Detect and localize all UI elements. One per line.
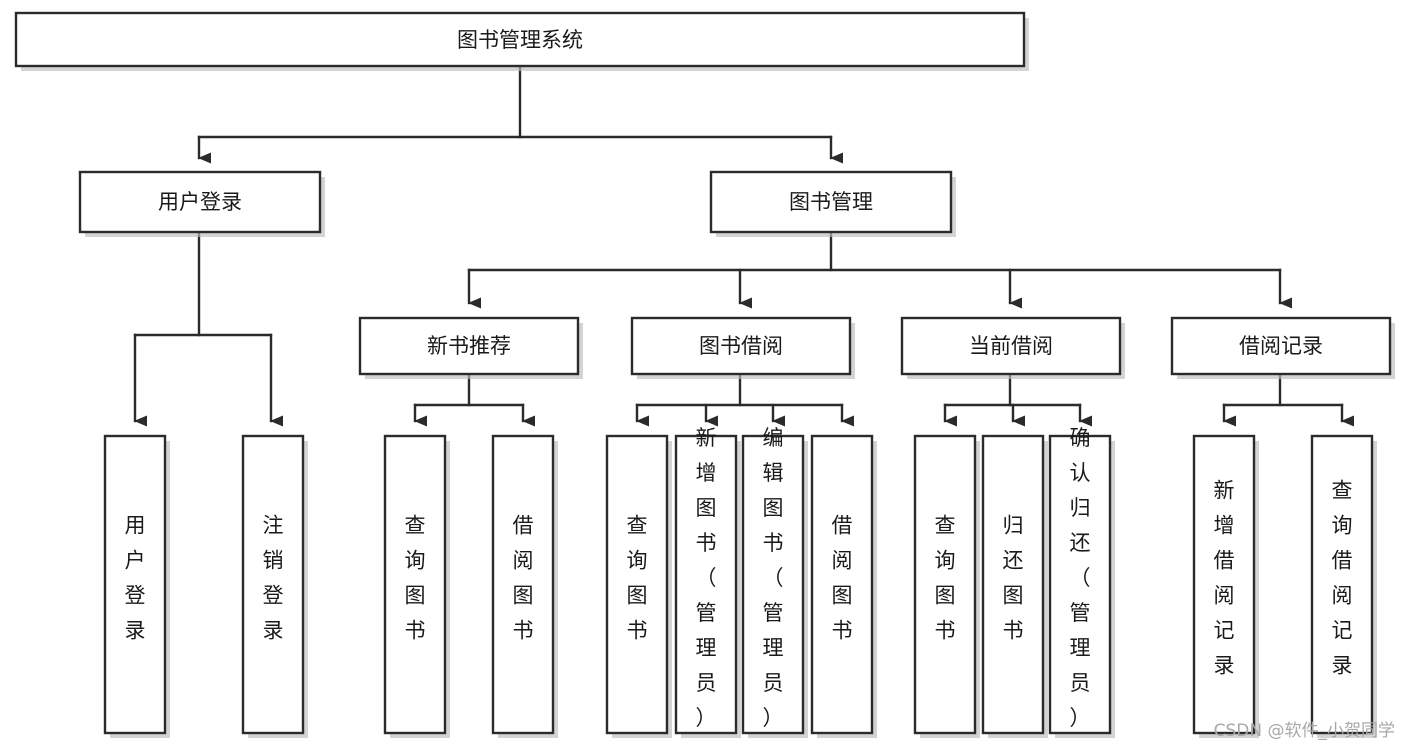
leaf-edit-book[interactable]: 编辑图书（管理员） bbox=[741, 426, 808, 738]
connectors-borrow-record-to-leaves bbox=[1222, 372, 1354, 427]
leaf-logout-login[interactable]: 注销登录 bbox=[241, 434, 308, 738]
leaf-query-book-2-label: 查询图书 bbox=[627, 514, 648, 643]
node-new-book-recommend-label: 新书推荐 bbox=[427, 334, 511, 358]
leaf-logout-login-box[interactable] bbox=[241, 434, 305, 735]
node-current-borrow[interactable]: 当前借阅 bbox=[900, 316, 1125, 379]
leaf-borrow-book-1-box[interactable] bbox=[491, 434, 555, 735]
node-new-book-recommend[interactable]: 新书推荐 bbox=[358, 316, 583, 379]
leaf-edit-book-box[interactable] bbox=[741, 434, 805, 735]
leaf-query-book-1-box[interactable] bbox=[383, 434, 447, 735]
leaf-user-login[interactable]: 用户登录 bbox=[103, 434, 170, 738]
leaf-return-book[interactable]: 归还图书 bbox=[981, 434, 1048, 738]
leaf-borrow-book-2-box[interactable] bbox=[810, 434, 874, 735]
connectors-root-to-level2 bbox=[197, 64, 843, 164]
connectors-book-borrow-to-leaves bbox=[635, 372, 854, 427]
leaf-user-login-label: 用户登录 bbox=[125, 514, 146, 643]
leaf-query-book-2-box[interactable] bbox=[605, 434, 669, 735]
node-book-borrow-label: 图书借阅 bbox=[699, 334, 783, 358]
leaf-borrow-book-2[interactable]: 借阅图书 bbox=[810, 434, 877, 738]
leaf-add-record-box[interactable] bbox=[1192, 434, 1256, 735]
connectors-new-book-recommend-to-leaves bbox=[413, 372, 535, 427]
leaf-query-book-2[interactable]: 查询图书 bbox=[605, 434, 672, 738]
node-user-login-box[interactable] bbox=[78, 170, 322, 234]
leaf-borrow-book-1-label: 借阅图书 bbox=[513, 514, 534, 643]
connectors-book-management-to-level3 bbox=[467, 230, 1292, 309]
node-current-borrow-box[interactable] bbox=[900, 316, 1122, 376]
node-book-borrow-box[interactable] bbox=[630, 316, 852, 376]
leaf-return-book-box[interactable] bbox=[981, 434, 1045, 735]
leaf-confirm-return-box[interactable] bbox=[1048, 434, 1112, 735]
leaf-user-login-box[interactable] bbox=[103, 434, 167, 735]
node-book-management-box[interactable] bbox=[709, 170, 953, 234]
leaf-query-record[interactable]: 查询借阅记录 bbox=[1310, 434, 1377, 738]
node-user-login-label: 用户登录 bbox=[158, 190, 242, 214]
leaf-logout-login-label: 注销登录 bbox=[263, 514, 284, 643]
csdn-watermark: CSDN @软件_小贺同学 bbox=[1213, 721, 1395, 741]
leaf-add-record-label: 新增借阅记录 bbox=[1214, 479, 1235, 678]
leaf-add-book-box[interactable] bbox=[674, 434, 738, 735]
node-root-box[interactable] bbox=[14, 11, 1026, 68]
connectors-current-borrow-to-leaves bbox=[943, 372, 1092, 427]
node-root[interactable]: 图书管理系统 bbox=[14, 11, 1029, 71]
leaf-query-book-1[interactable]: 查询图书 bbox=[383, 434, 450, 738]
leaf-confirm-return-label: 确认归还（管理员） bbox=[1070, 426, 1091, 730]
node-book-management-label: 图书管理 bbox=[789, 190, 873, 214]
connectors-user-login-to-leaves bbox=[133, 230, 283, 427]
leaf-add-book-label: 新增图书（管理员） bbox=[696, 426, 717, 730]
leaf-borrow-book-2-label: 借阅图书 bbox=[832, 514, 853, 643]
node-book-borrow[interactable]: 图书借阅 bbox=[630, 316, 855, 379]
node-user-login[interactable]: 用户登录 bbox=[78, 170, 325, 237]
node-root-label: 图书管理系统 bbox=[457, 28, 583, 52]
node-current-borrow-label: 当前借阅 bbox=[969, 334, 1053, 358]
leaf-add-book[interactable]: 新增图书（管理员） bbox=[674, 426, 741, 738]
node-book-management[interactable]: 图书管理 bbox=[709, 170, 956, 237]
leaf-return-book-label: 归还图书 bbox=[1003, 514, 1024, 643]
leaf-query-record-box[interactable] bbox=[1310, 434, 1374, 735]
node-new-book-recommend-box[interactable] bbox=[358, 316, 580, 376]
node-borrow-record[interactable]: 借阅记录 bbox=[1170, 316, 1395, 379]
leaf-query-book-3-label: 查询图书 bbox=[935, 514, 956, 643]
node-borrow-record-label: 借阅记录 bbox=[1239, 334, 1323, 358]
node-borrow-record-box[interactable] bbox=[1170, 316, 1392, 376]
leaf-query-book-1-label: 查询图书 bbox=[405, 514, 426, 643]
leaf-query-record-label: 查询借阅记录 bbox=[1332, 479, 1353, 678]
leaf-add-record[interactable]: 新增借阅记录 bbox=[1192, 434, 1259, 738]
leaf-query-book-3[interactable]: 查询图书 bbox=[913, 434, 980, 738]
leaf-query-book-3-box[interactable] bbox=[913, 434, 977, 735]
leaf-edit-book-label: 编辑图书（管理员） bbox=[763, 426, 784, 730]
leaf-confirm-return[interactable]: 确认归还（管理员） bbox=[1048, 426, 1115, 738]
leaf-borrow-book-1[interactable]: 借阅图书 bbox=[491, 434, 558, 738]
